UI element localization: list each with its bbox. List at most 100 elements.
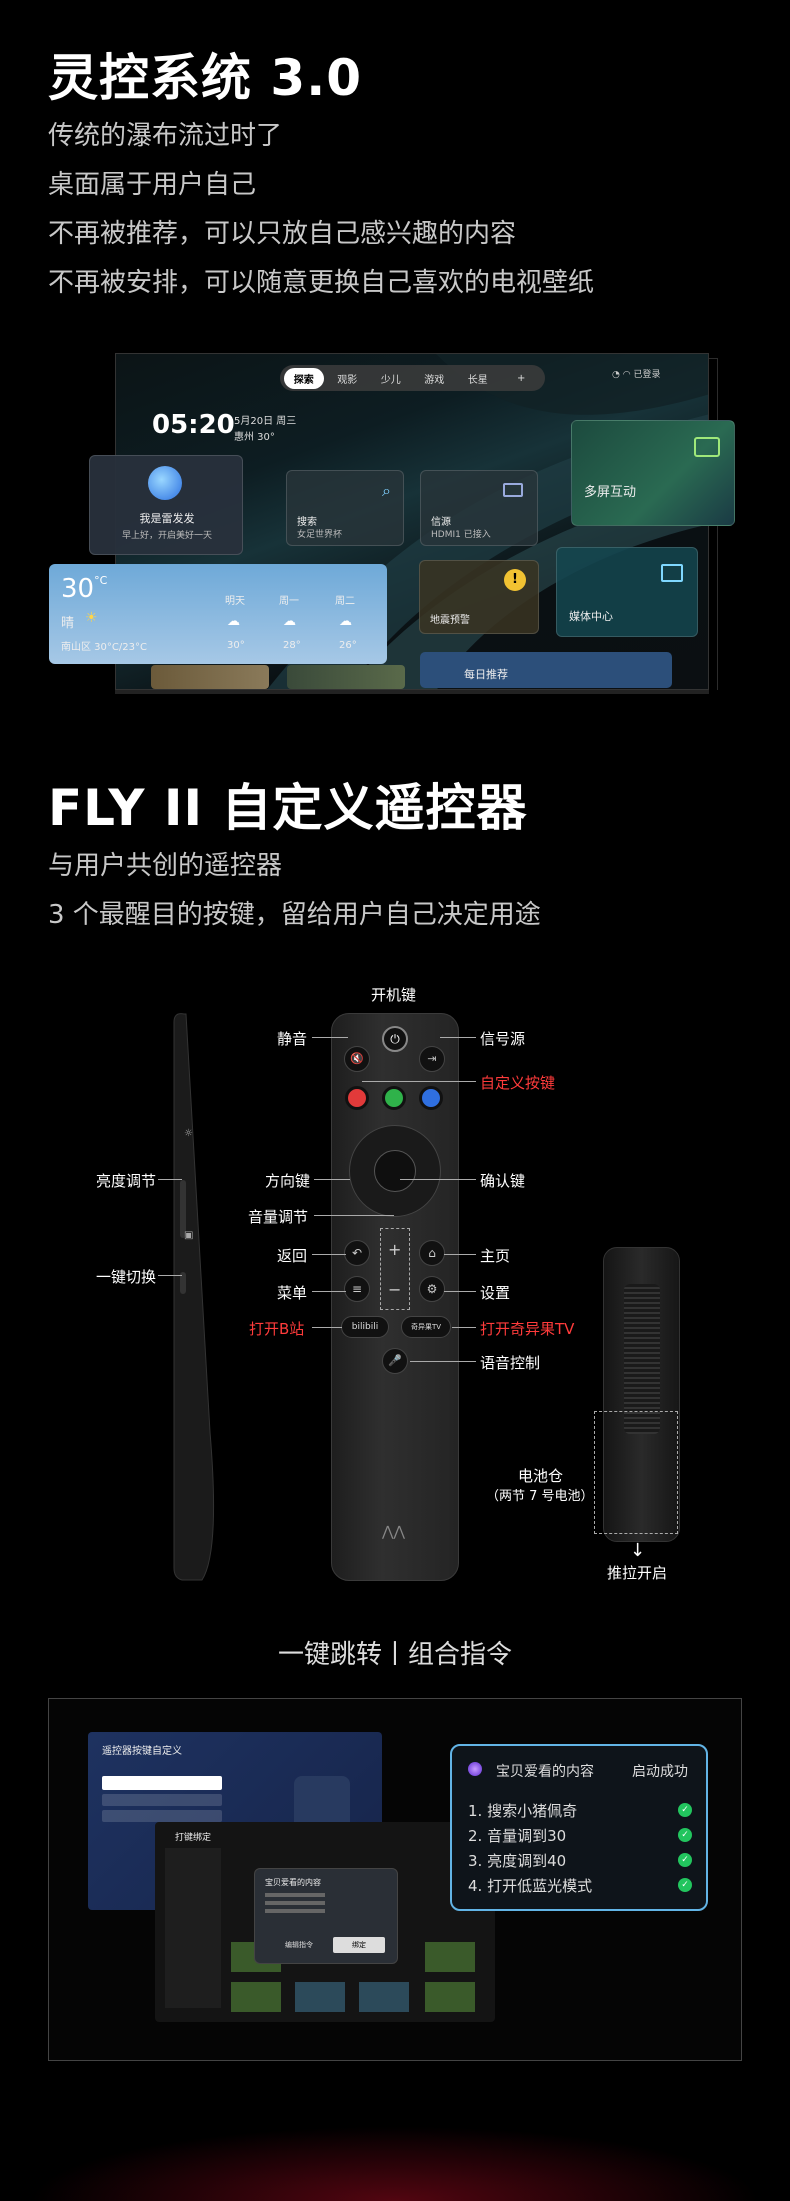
settings-button[interactable]: ⚙ xyxy=(419,1276,445,1302)
tile xyxy=(359,1982,409,2012)
popup-item-4: 4. 打开低蓝光模式 xyxy=(468,1877,593,1895)
dialog-line xyxy=(265,1901,325,1905)
brand-logo-icon: ⋀⋀ xyxy=(382,1524,405,1540)
back-button[interactable]: ↶ xyxy=(344,1240,370,1266)
tv-status-bar: ◔ ◠ 已登录 xyxy=(612,367,660,380)
alert-card[interactable]: ! 地震预警 xyxy=(419,560,539,634)
cloud-icon: ☁ xyxy=(339,614,352,629)
label-home: 主页 xyxy=(480,1247,511,1265)
cast-screen-icon xyxy=(694,437,720,457)
source-card-subtitle: HDMI1 已接入 xyxy=(431,530,491,540)
leader-line xyxy=(312,1291,346,1292)
label-brightness: 亮度调节 xyxy=(96,1172,157,1190)
grip-texture xyxy=(624,1284,660,1434)
label-custom: 自定义按键 xyxy=(480,1074,556,1092)
forecast-temp-3: 26° xyxy=(339,640,357,651)
thumbnail-tile[interactable] xyxy=(151,665,269,689)
warning-icon: ! xyxy=(504,569,526,591)
source-card[interactable]: 信源 HDMI1 已接入 xyxy=(420,470,538,546)
tab-movies[interactable]: 观影 xyxy=(337,374,358,386)
arrow-down-icon: ↓ xyxy=(630,1540,646,1561)
remote-back-view xyxy=(603,1247,680,1542)
dialog-title: 宝贝爱看的内容 xyxy=(265,1878,321,1887)
custom-green-button[interactable] xyxy=(382,1086,406,1110)
tab-add[interactable]: + xyxy=(517,372,526,384)
menu-button[interactable]: ≡ xyxy=(344,1276,370,1302)
label-voice: 语音控制 xyxy=(480,1354,541,1372)
remote-side-view xyxy=(173,1013,215,1581)
input-source-icon xyxy=(503,483,523,497)
section1-title: 灵控系统 3.0 xyxy=(48,49,362,107)
label-bilibili: 打开B站 xyxy=(249,1320,305,1338)
assistant-orb-icon xyxy=(468,1762,482,1776)
section1-line-3: 不再被推荐，可以只放自己感兴趣的内容 xyxy=(48,219,517,249)
tile xyxy=(295,1982,345,2012)
binding-sidebar xyxy=(165,1848,221,2008)
label-switch: 一键切换 xyxy=(96,1268,157,1286)
iqiyi-button[interactable]: 奇异果TV xyxy=(401,1316,451,1338)
leader-line xyxy=(314,1215,394,1216)
dialog-edit-button[interactable]: 编辑指令 xyxy=(285,1941,313,1949)
voice-button[interactable]: 🎤 xyxy=(382,1348,408,1374)
label-mute: 静音 xyxy=(277,1030,308,1048)
switch-icon: ▣ xyxy=(184,1230,194,1241)
tv-stand xyxy=(115,690,709,694)
custom-red-button[interactable] xyxy=(345,1086,369,1110)
multiscreen-card[interactable]: 多屏互动 xyxy=(571,420,735,526)
search-card[interactable]: ⌕ 搜索 女足世界杯 xyxy=(286,470,404,546)
volume-rocker[interactable] xyxy=(380,1228,410,1310)
binding-screenshot-title: 打键绑定 xyxy=(175,1833,212,1843)
mute-button[interactable]: 🔇 xyxy=(344,1046,370,1072)
leader-line xyxy=(440,1037,476,1038)
search-card-title: 搜索 xyxy=(297,517,317,528)
custom-blue-button[interactable] xyxy=(419,1086,443,1110)
section1-line-1: 传统的瀑布流过时了 xyxy=(48,121,283,151)
section2-line-1: 与用户共创的遥控器 xyxy=(48,851,283,881)
tv-location: 惠州 30° xyxy=(234,432,275,443)
label-dpad: 方向键 xyxy=(265,1172,311,1190)
dialog-bind-button[interactable]: 绑定 xyxy=(333,1937,385,1953)
weather-card[interactable]: 30°C 晴 ☀ 南山区 30°C/23°C 明天 周一 周二 ☁ ☁ ☁ 30… xyxy=(49,564,387,664)
check-icon: ✓ xyxy=(678,1878,692,1892)
tile xyxy=(231,1982,281,2012)
power-button[interactable]: ⏻ xyxy=(382,1026,408,1052)
bilibili-button[interactable]: bilibili xyxy=(341,1316,389,1338)
leader-line xyxy=(410,1361,476,1362)
tv-tab-bar[interactable]: 探索 观影 少儿 游戏 长星 + xyxy=(280,365,545,391)
ok-button[interactable] xyxy=(374,1150,416,1192)
forecast-day-1: 明天 xyxy=(225,596,245,607)
source-button[interactable]: ⇥ xyxy=(419,1046,445,1072)
leader-line xyxy=(312,1254,346,1255)
media-center-card[interactable]: 媒体中心 xyxy=(556,547,698,637)
thumbnail-tile[interactable] xyxy=(287,665,405,689)
section2-title: FLY II 自定义遥控器 xyxy=(48,779,528,837)
daily-recommend-title: 每日推荐 xyxy=(464,668,508,681)
settings-row xyxy=(102,1794,222,1806)
assistant-card[interactable]: 我是雷发发 早上好，开启美好一天 xyxy=(89,455,243,555)
section2-line-2: 3 个最醒目的按键，留给用户自己决定用途 xyxy=(48,900,541,930)
dialog-line xyxy=(265,1909,325,1913)
binding-dialog: 宝贝爱看的内容 编辑指令 绑定 xyxy=(254,1868,398,1964)
tab-explore[interactable]: 探索 xyxy=(284,367,324,389)
tab-kids[interactable]: 少儿 xyxy=(380,374,401,386)
weather-temp: 30 xyxy=(61,574,95,604)
cloud-icon: ☁ xyxy=(283,614,296,629)
daily-recommend-card[interactable]: 每日推荐 xyxy=(420,652,672,688)
popup-status: 启动成功 xyxy=(632,1764,688,1780)
leader-line xyxy=(452,1327,476,1328)
brightness-icon: ☼ xyxy=(184,1128,193,1139)
home-button[interactable]: ⌂ xyxy=(419,1240,445,1266)
forecast-day-2: 周一 xyxy=(279,596,299,607)
volume-down-icon: − xyxy=(388,1280,402,1299)
section1-line-2: 桌面属于用户自己 xyxy=(48,170,257,200)
settings-row xyxy=(102,1776,222,1790)
tab-star[interactable]: 长星 xyxy=(467,374,488,386)
tab-games[interactable]: 游戏 xyxy=(424,374,445,386)
media-icon xyxy=(661,564,683,582)
label-power: 开机键 xyxy=(371,986,417,1004)
label-battery: 电池仓 xyxy=(518,1467,564,1485)
tv-clock: 05:20 xyxy=(152,410,235,440)
search-icon: ⌕ xyxy=(382,481,391,500)
leader-line xyxy=(312,1037,348,1038)
assistant-subtitle: 早上好，开启美好一天 xyxy=(121,531,212,541)
